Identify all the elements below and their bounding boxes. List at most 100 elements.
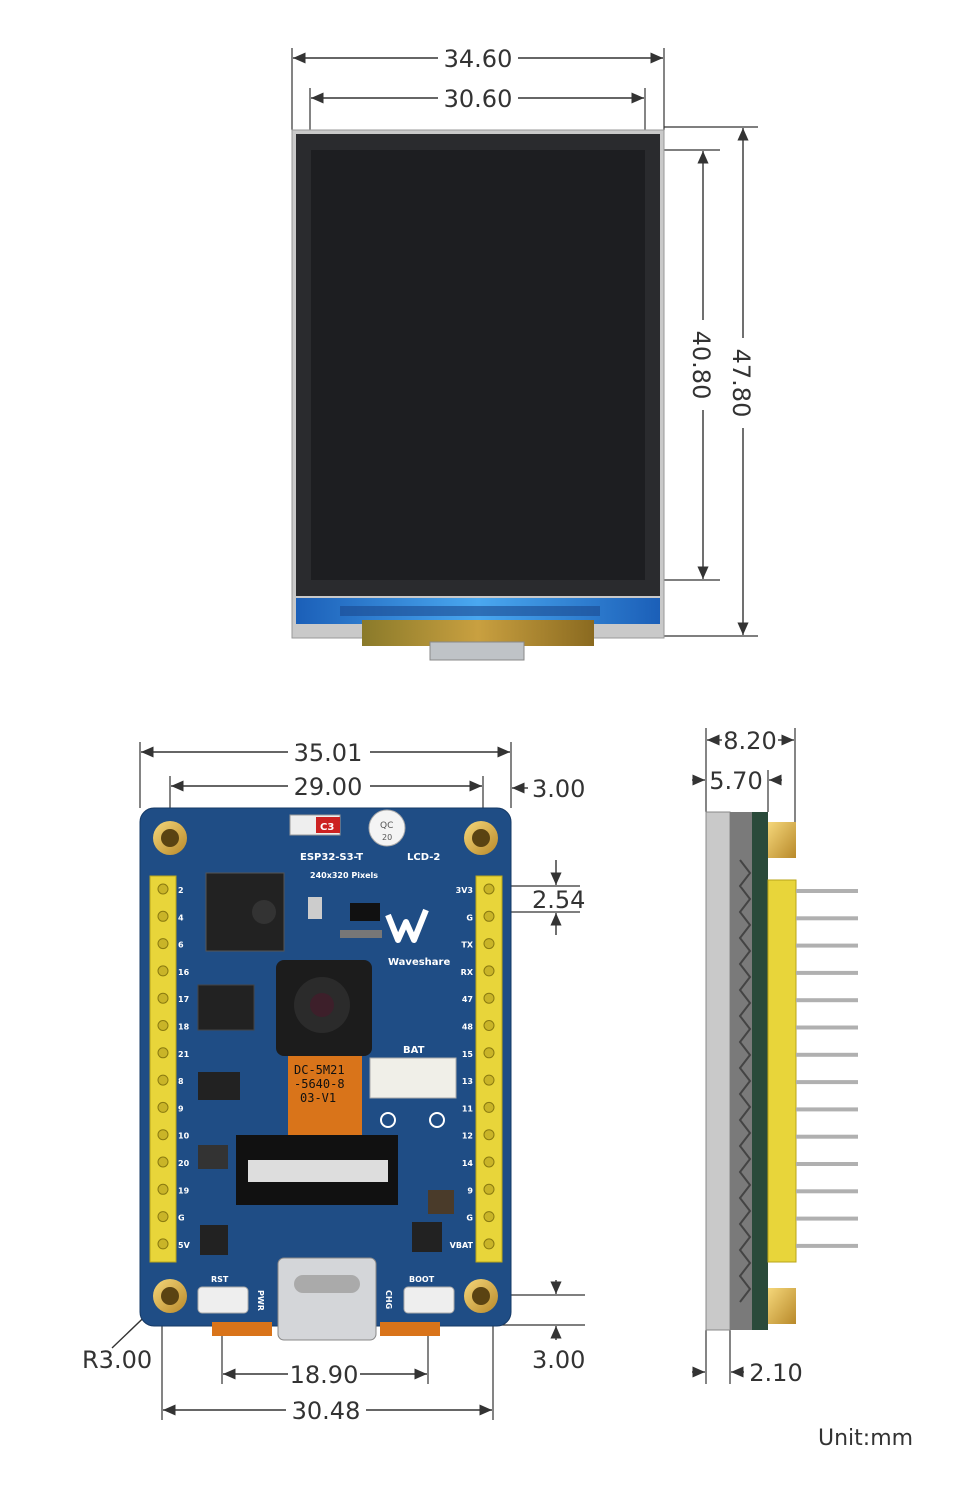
side-pin bbox=[796, 998, 858, 1003]
left-pin-label: 5V bbox=[178, 1241, 191, 1250]
side-pin bbox=[796, 1052, 858, 1057]
left-pin bbox=[157, 965, 169, 977]
side-pcb bbox=[752, 812, 768, 1330]
side-standoff-bottom bbox=[768, 1288, 796, 1324]
right-pin-label: 3V3 bbox=[456, 886, 473, 895]
right-pin bbox=[483, 1020, 495, 1031]
side-pin bbox=[796, 970, 858, 975]
right-pin bbox=[483, 938, 495, 950]
right-pin-label: 15 bbox=[462, 1050, 474, 1059]
right-pin bbox=[483, 883, 495, 895]
left-pin bbox=[157, 1238, 169, 1250]
right-pin-label: TX bbox=[461, 941, 473, 950]
right-pin bbox=[483, 965, 495, 977]
usb-c-connector bbox=[277, 1257, 377, 1341]
dim-thickness-display: 2.10 bbox=[749, 1359, 802, 1387]
right-pin bbox=[483, 1129, 495, 1141]
right-pin-label: RX bbox=[461, 968, 474, 977]
right-pin-header bbox=[475, 875, 503, 1263]
right-pin bbox=[483, 1156, 495, 1168]
left-pin bbox=[157, 1101, 169, 1113]
side-pin bbox=[796, 1107, 858, 1112]
fpc-line-3: 03-V1 bbox=[300, 1091, 336, 1105]
side-pin bbox=[796, 1025, 858, 1030]
left-pin-label: 8 bbox=[178, 1077, 184, 1086]
side-standoff-top bbox=[768, 822, 796, 858]
side-pin bbox=[796, 1162, 858, 1166]
dim-thickness-board: 5.70 bbox=[709, 767, 762, 795]
dim-hole-spacing-x: 29.00 bbox=[294, 773, 363, 801]
right-pin-label: 48 bbox=[462, 1023, 474, 1032]
brand-label: Waveshare bbox=[388, 957, 450, 968]
left-pin-label: 21 bbox=[178, 1050, 190, 1059]
left-pin-label: 20 bbox=[178, 1159, 190, 1168]
dim-pin-pitch: 2.54 bbox=[532, 886, 585, 914]
right-pin bbox=[483, 992, 495, 1004]
side-view: 8.20 5.70 2.10 bbox=[692, 727, 858, 1387]
side-header bbox=[767, 879, 797, 1263]
left-pin-label: 2 bbox=[178, 886, 184, 895]
side-pin bbox=[796, 1243, 858, 1248]
mounting-hole-bl bbox=[153, 1279, 187, 1313]
camera-fpc bbox=[288, 1056, 362, 1136]
mounting-hole-br bbox=[464, 1279, 498, 1313]
pwr-label: PWR bbox=[256, 1290, 265, 1311]
left-pin bbox=[157, 938, 169, 950]
right-pin bbox=[483, 1047, 495, 1059]
left-pin-label: 19 bbox=[178, 1186, 190, 1195]
right-pin bbox=[483, 1183, 495, 1195]
right-pin-label: 11 bbox=[462, 1104, 474, 1113]
right-pin-label: G bbox=[466, 913, 473, 922]
right-pin-label: 12 bbox=[462, 1132, 473, 1141]
side-pin bbox=[796, 916, 858, 921]
side-pin bbox=[796, 1134, 858, 1139]
left-pin bbox=[157, 910, 169, 922]
right-pin bbox=[483, 1238, 495, 1250]
display-connector bbox=[429, 641, 525, 661]
right-pin-label: 13 bbox=[462, 1077, 473, 1086]
display-active-area bbox=[311, 150, 645, 580]
board-title-left: ESP32-S3-T bbox=[300, 852, 363, 863]
display-view: 34.60 30.60 40.80 47.80 bbox=[291, 45, 758, 661]
qc-sticker bbox=[368, 809, 406, 847]
bat-label: BAT bbox=[403, 1045, 425, 1056]
chg-label: CHG bbox=[384, 1290, 393, 1309]
right-pin-label: G bbox=[466, 1214, 473, 1223]
left-pin-label: G bbox=[178, 1214, 185, 1223]
left-pin bbox=[157, 992, 169, 1004]
right-pin bbox=[483, 1211, 495, 1223]
qc-label: QC bbox=[380, 821, 393, 831]
mounting-hole-tl bbox=[153, 821, 187, 855]
battery-connector bbox=[369, 1057, 457, 1099]
dim-board-width: 35.01 bbox=[294, 739, 363, 767]
left-pin-label: 17 bbox=[178, 995, 189, 1004]
board-view: 35.01 29.00 3.00 2.54 3.00 R3.00 18.90 3… bbox=[82, 739, 585, 1425]
left-pin-label: 18 bbox=[178, 1023, 190, 1032]
side-display-frame bbox=[705, 811, 731, 1331]
left-pin-header bbox=[149, 875, 177, 1263]
fpc-line-1: DC-5M21 bbox=[294, 1063, 345, 1077]
left-pin bbox=[157, 1074, 169, 1086]
left-pin bbox=[157, 1020, 169, 1031]
side-header-pins bbox=[796, 889, 858, 1248]
left-pin bbox=[157, 1047, 169, 1059]
left-pin bbox=[157, 1183, 169, 1195]
side-pin bbox=[796, 1216, 858, 1221]
boot-button bbox=[403, 1286, 455, 1314]
side-display-body bbox=[730, 812, 752, 1330]
waveshare-logo: Waveshare bbox=[385, 908, 450, 968]
right-pin-label: 9 bbox=[467, 1186, 473, 1195]
qc-number: 20 bbox=[382, 833, 392, 842]
dim-hole-margin-y: 3.00 bbox=[532, 1346, 585, 1374]
right-pin-label: 47 bbox=[462, 995, 473, 1004]
left-pin-label: 16 bbox=[178, 968, 190, 977]
unit-label: Unit:mm bbox=[818, 1426, 914, 1451]
side-pin bbox=[796, 1189, 858, 1194]
right-pin-label: 14 bbox=[462, 1159, 474, 1168]
left-pin-label: 4 bbox=[178, 913, 184, 922]
side-pin bbox=[796, 943, 858, 948]
left-pin bbox=[157, 1156, 169, 1168]
board-title-right: LCD-2 bbox=[407, 852, 440, 863]
left-pin bbox=[157, 1211, 169, 1223]
